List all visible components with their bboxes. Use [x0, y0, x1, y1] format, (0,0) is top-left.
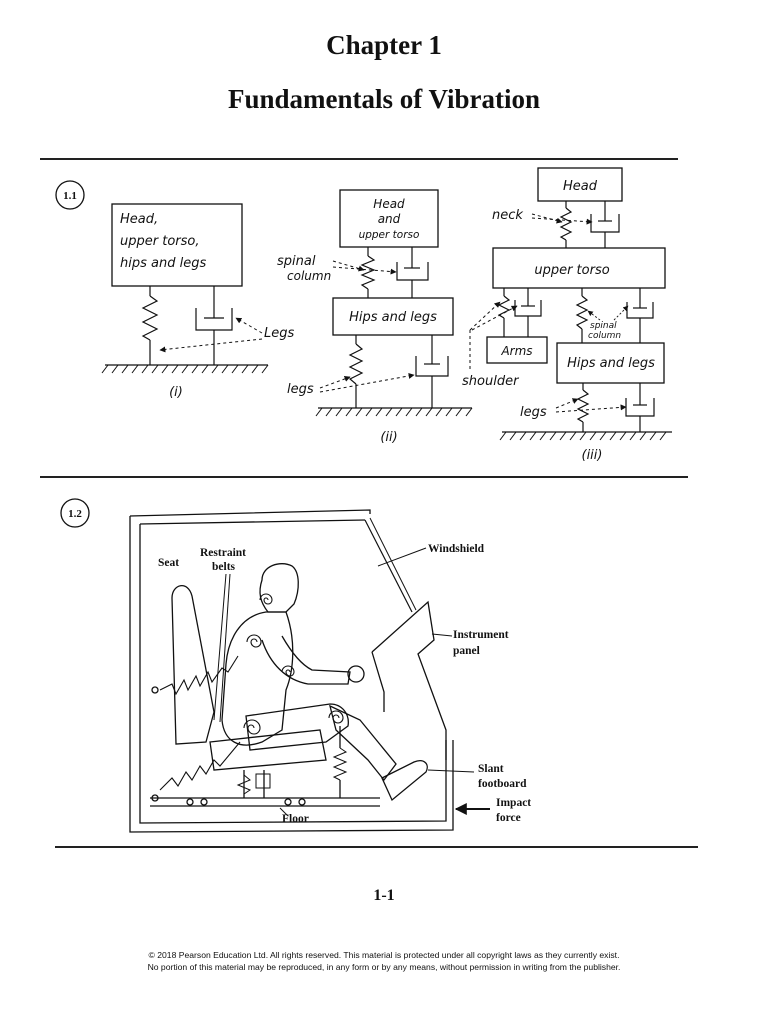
- model-iii-head-box: [537, 167, 623, 202]
- occupant-thigh: [245, 703, 349, 751]
- bottom-divider: [55, 846, 698, 848]
- model-i-mass-line1: Head,: [120, 212, 158, 227]
- svg-text:and: and: [378, 212, 401, 226]
- seat-back: [171, 585, 215, 745]
- instrument-panel: [371, 600, 447, 760]
- seat-label: Seat: [158, 557, 179, 569]
- model-ii-diagram: Head and upper torso spinal column Hips …: [277, 189, 473, 445]
- cabin-frame: [129, 509, 371, 517]
- svg-text:Head: Head: [373, 197, 405, 211]
- occupant-head: [259, 563, 299, 613]
- svg-text:(ii): (ii): [380, 430, 397, 445]
- model-i-spring: [141, 295, 159, 341]
- occupant-torso: [221, 611, 294, 746]
- copyright-line-2: No portion of this material may be repro…: [147, 962, 621, 972]
- impact-label-1: Impact: [496, 797, 531, 809]
- occupant-lower-leg: [329, 704, 397, 782]
- model-ii-head-box: [339, 189, 439, 248]
- svg-text:column: column: [588, 331, 621, 341]
- svg-text:spinal: spinal: [277, 254, 316, 269]
- svg-text:neck: neck: [492, 208, 523, 223]
- restraint-label-2: belts: [212, 561, 236, 573]
- svg-text:Hips and legs: Hips and legs: [349, 310, 437, 325]
- page-number: 1-1: [373, 887, 395, 904]
- model-i-mass-line3: hips and legs: [120, 256, 206, 271]
- model-iii-torso-box: [492, 247, 666, 289]
- windshield-line: [364, 519, 413, 613]
- model-i-caption: (i): [169, 385, 183, 400]
- restraint-spring-lower: [159, 741, 241, 791]
- impact-label-2: force: [496, 812, 521, 824]
- model-iii-hips-box: [556, 342, 665, 384]
- svg-text:1.2: 1.2: [68, 508, 82, 520]
- model-i-diagram: Head, upper torso, hips and legs Legs (i…: [101, 203, 294, 400]
- svg-text:upper torso: upper torso: [534, 263, 609, 278]
- svg-text:upper torso: upper torso: [359, 229, 420, 241]
- svg-text:spinal: spinal: [590, 321, 617, 331]
- instrument-label-2: panel: [453, 645, 480, 657]
- model-ii-hips-box: [332, 297, 454, 336]
- copyright-line-1: © 2018 Pearson Education Ltd. All rights…: [148, 950, 620, 960]
- model-i-mass-line2: upper torso,: [120, 234, 199, 249]
- model-iii-diagram: Head neck upper torso Arms shoulder: [462, 167, 672, 463]
- problem-number-1-2: 1.2: [60, 498, 90, 528]
- middle-divider: [40, 476, 688, 478]
- restraint-label-1: Restraint: [200, 547, 246, 559]
- car-occupant-model: [129, 509, 475, 833]
- model-i-legs-label: Legs: [264, 326, 294, 341]
- model-i-mass-box: [111, 203, 243, 287]
- floor-label: Floor: [282, 813, 309, 825]
- slant-label-1: Slant: [478, 763, 504, 775]
- restraint-spring-upper: [159, 655, 239, 696]
- svg-text:Arms: Arms: [500, 344, 532, 358]
- occupant-arm: [261, 635, 351, 685]
- problem-number-1-1: 1.1: [55, 180, 85, 210]
- chapter-heading: Chapter 1: [326, 30, 442, 60]
- windshield-label: Windshield: [428, 543, 485, 555]
- svg-text:column: column: [287, 269, 331, 283]
- occupant-foot: [381, 760, 428, 802]
- svg-text:Hips and legs: Hips and legs: [567, 356, 655, 371]
- model-iii-arms-box: [486, 336, 548, 364]
- page-title: Fundamentals of Vibration: [227, 84, 541, 114]
- svg-text:shoulder: shoulder: [462, 374, 520, 389]
- svg-text:(iii): (iii): [582, 448, 603, 463]
- top-divider: [40, 158, 678, 160]
- instrument-label-1: Instrument: [453, 629, 509, 641]
- svg-text:legs: legs: [520, 405, 547, 420]
- svg-text:1.1: 1.1: [63, 190, 77, 202]
- slant-label-2: footboard: [478, 778, 527, 790]
- svg-text:Head: Head: [563, 179, 598, 194]
- svg-text:legs: legs: [287, 382, 314, 397]
